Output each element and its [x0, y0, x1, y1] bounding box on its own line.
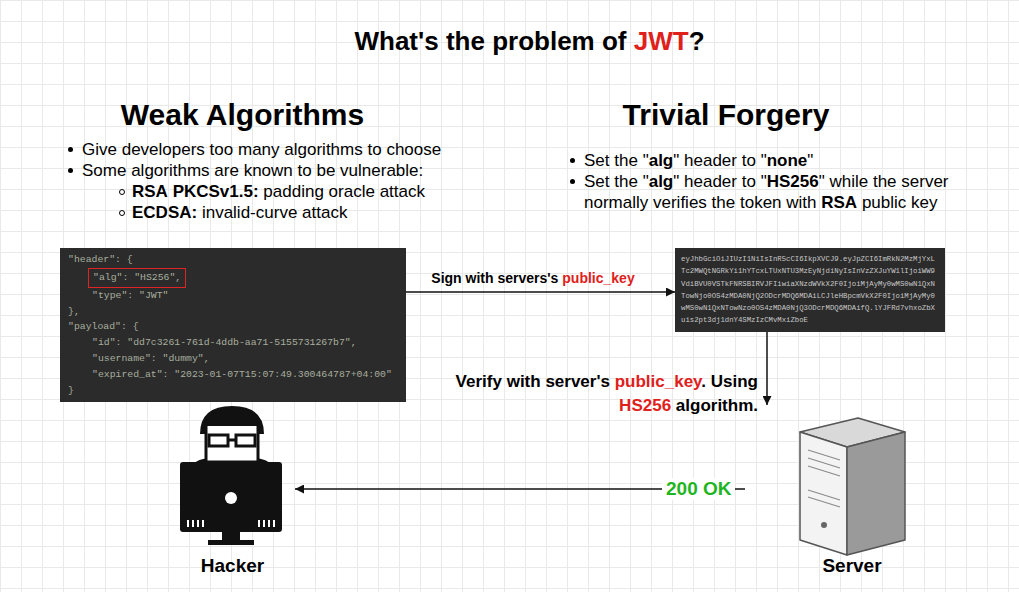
actor-label: Server: [795, 555, 909, 577]
actor-hacker: Hacker: [170, 405, 295, 580]
code-line: "header": {: [68, 252, 396, 268]
code-line: }: [68, 383, 396, 399]
server-side: [847, 432, 905, 555]
code-line: "id": "dd7c3261-761d-4ddb-aa71-515573126…: [92, 335, 396, 351]
hacker-glasses: [228, 439, 236, 442]
sub-bullet-item: ECDSA: invalid-curve attack: [132, 202, 347, 223]
section-heading: Weak Algorithms: [60, 98, 425, 132]
hacker-glasses: [209, 435, 228, 446]
bullet-item: Set the "alg" header to "HS256" while th…: [584, 171, 994, 213]
monitor: [180, 462, 282, 532]
actor-label: Hacker: [170, 555, 295, 577]
hacker-hair: [200, 406, 264, 434]
code-line: "username": "dummy",: [92, 351, 396, 367]
monitor-stand: [222, 532, 240, 541]
hacker-face: [206, 424, 258, 462]
code-line: "expired_at": "2023-01-07T15:07:49.30046…: [92, 367, 396, 383]
monitor-logo: [225, 492, 237, 504]
server-led: [821, 522, 827, 528]
sub-bullet-item: RSA PKCSv1.5: padding oracle attack: [132, 181, 425, 202]
diagram-title: What's the problem of JWT?: [40, 26, 1019, 57]
edge-label: 200 OK: [662, 478, 735, 500]
hacker-glasses: [236, 435, 255, 446]
code-line: "payload": {: [68, 319, 396, 335]
bullet-item: Set the "alg" header to "none": [584, 150, 813, 171]
code-line: },: [68, 304, 396, 320]
monitor-vents: [188, 520, 274, 527]
server-icon: [800, 418, 905, 555]
section-heading: Trivial Forgery: [540, 98, 912, 132]
server-front: [800, 432, 847, 555]
bullet-item: Give developers too many algorithms to c…: [82, 139, 441, 160]
connector-arrow: [406, 291, 675, 293]
edge-label: Verify with server's public_key. Using H…: [440, 370, 758, 418]
connector-arrow: [766, 332, 768, 405]
hacker-icon: [180, 406, 282, 545]
bullet-item: Some algorithms are known to be vulnerab…: [82, 160, 423, 181]
code-line: "alg": "HS256",: [88, 268, 186, 288]
actor-server: Server: [745, 405, 915, 580]
server-slots: [808, 450, 840, 507]
code-line: "type": "JWT": [92, 288, 396, 304]
token-text: eyJhbGciOiJIUzI1NiIsInR5cCI6IkpXVCJ9.eyJ…: [681, 253, 939, 327]
token-box: eyJhbGciOiJIUzI1NiIsInR5cCI6IkpXVCJ9.eyJ…: [675, 248, 945, 332]
edge-label: Sign with servers's public_key: [406, 270, 660, 286]
code-block: "header": {"alg": "HS256","type": "JWT"}…: [60, 248, 406, 402]
monitor-stand: [208, 540, 254, 545]
